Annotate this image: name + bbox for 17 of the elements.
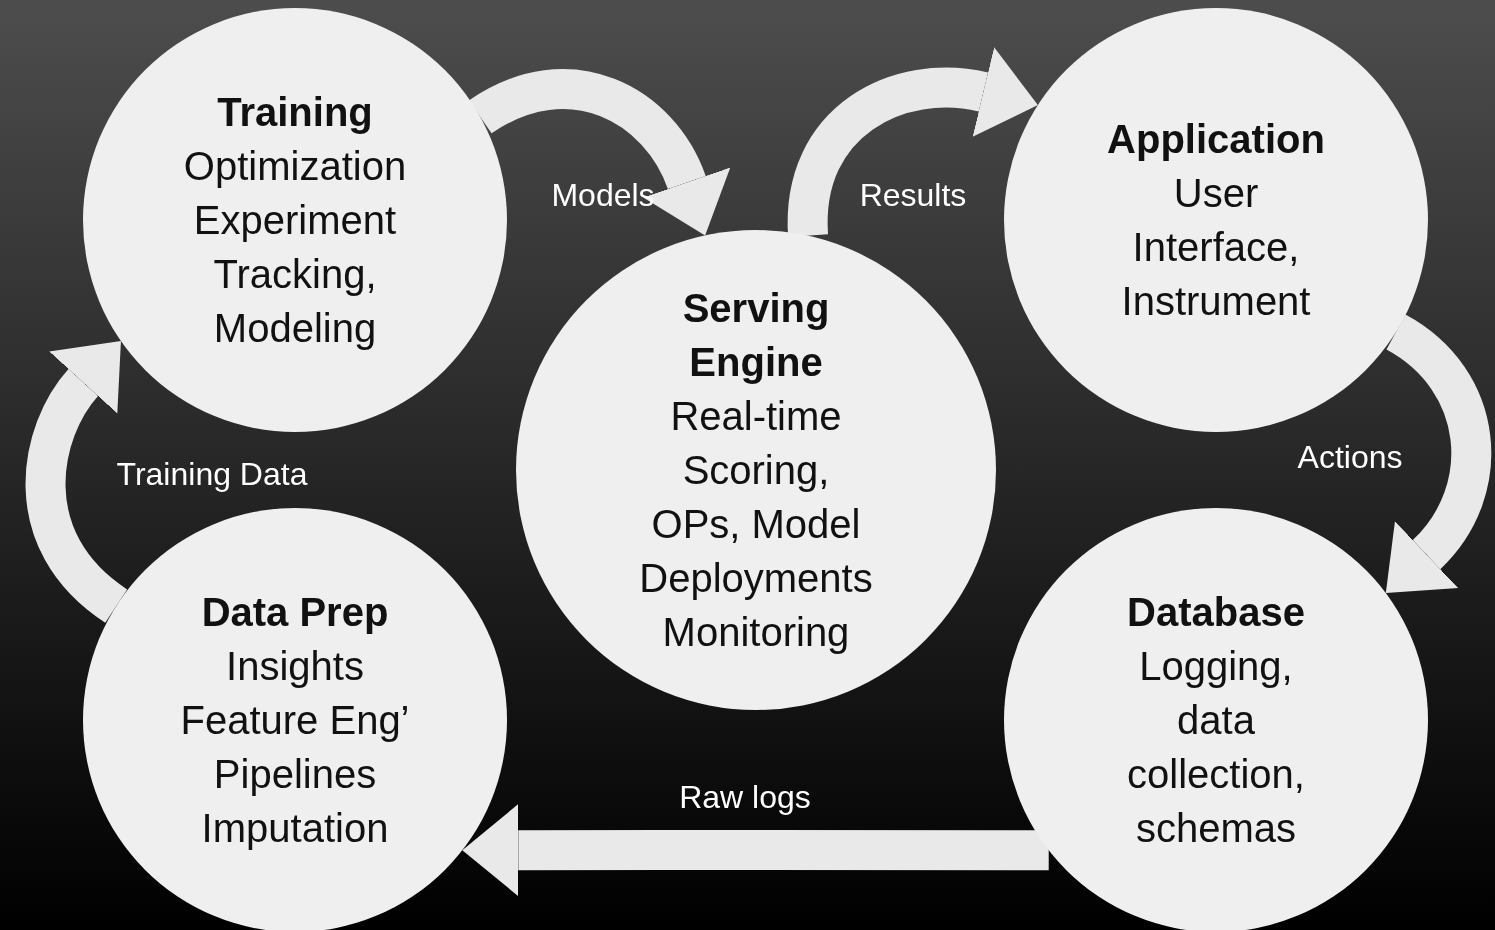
edge-label: Models — [551, 176, 655, 214]
edge-label: Raw logs — [679, 778, 811, 816]
node-text: User Interface, Instrument — [1120, 170, 1312, 325]
node-text: Insights Feature Eng’ Pipelines Imputation — [179, 643, 411, 852]
edge-label: Results — [859, 176, 967, 214]
edge-label: Actions — [1297, 438, 1403, 476]
node-text: Real-time Scoring, OPs, Model Deployments Monitoring — [638, 393, 874, 656]
block-arrow — [462, 804, 1049, 897]
node-heading: Database — [1126, 589, 1306, 636]
block-arrow — [25, 338, 129, 622]
node-heading: Data Prep — [200, 589, 390, 636]
node-heading: Training — [216, 89, 374, 136]
node-text: Logging, data collection, schemas — [1126, 643, 1306, 852]
node-heading: Application — [1106, 116, 1326, 163]
node-text: Optimization Experiment Tracking, Modeling — [182, 143, 408, 352]
node-heading: Serving Engine — [681, 285, 831, 386]
edge-label: Training Data — [116, 455, 308, 493]
